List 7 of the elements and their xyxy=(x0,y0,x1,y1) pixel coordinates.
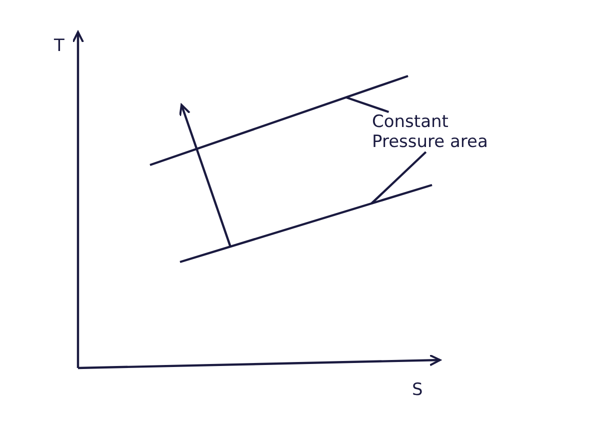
leader-line xyxy=(346,96,390,114)
arrow xyxy=(179,104,232,247)
axis-label: S xyxy=(412,380,423,400)
constant-pressure-line xyxy=(180,184,432,264)
annotation-text: Constant Pressure area xyxy=(372,112,522,152)
axis-label: T xyxy=(54,36,64,56)
leader-line xyxy=(370,151,427,204)
